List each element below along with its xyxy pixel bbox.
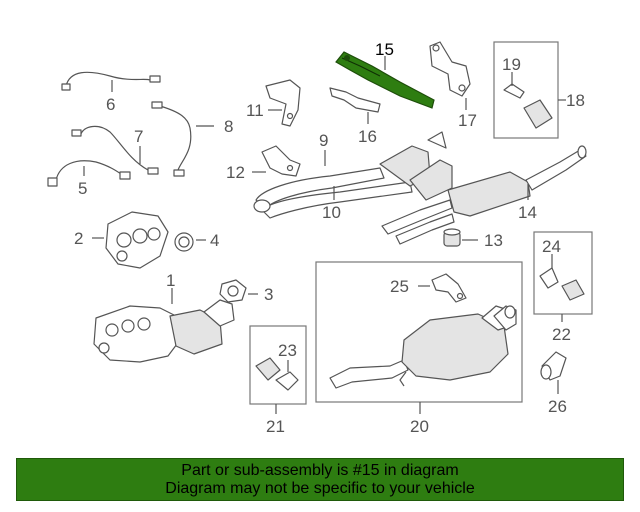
part-14-center-pipe[interactable]: [381, 145, 587, 245]
callout-16[interactable]: 16: [358, 127, 377, 146]
part-8-oxygen-sensor[interactable]: [151, 101, 192, 177]
callout-26[interactable]: 26: [548, 397, 567, 416]
callout-9[interactable]: 9: [319, 131, 328, 150]
part-11-bracket[interactable]: [265, 79, 301, 127]
banner-line-1: Part or sub-assembly is #15 in diagram: [181, 462, 459, 479]
part-15-heat-shield[interactable]: [335, 51, 435, 109]
callout-24[interactable]: 24: [542, 237, 561, 256]
part-6-oxygen-sensor[interactable]: [61, 71, 161, 91]
part-23-hanger[interactable]: [275, 371, 299, 391]
callout-19[interactable]: 19: [502, 55, 521, 74]
part-24-hanger[interactable]: [539, 267, 559, 289]
callout-6[interactable]: 6: [106, 95, 115, 114]
notice-banner: Part or sub-assembly is #15 in diagram D…: [16, 458, 624, 501]
callout-11[interactable]: 11: [246, 101, 264, 120]
callout-5[interactable]: 5: [78, 179, 87, 198]
part-25-hanger-bracket[interactable]: [431, 273, 467, 303]
part-19-hanger[interactable]: [503, 83, 553, 129]
part-22-rubber-mount[interactable]: [561, 279, 585, 301]
part-2-exhaust-manifold[interactable]: [105, 211, 169, 269]
callout-12[interactable]: 12: [226, 163, 245, 182]
part-4-gasket[interactable]: [174, 232, 194, 252]
box-18: [493, 41, 559, 139]
part-13-rubber-mount[interactable]: [443, 228, 461, 247]
part-7-oxygen-sensor[interactable]: [71, 125, 159, 175]
callout-15[interactable]: 15: [375, 40, 394, 59]
part-17-bracket[interactable]: [429, 41, 471, 97]
callout-10[interactable]: 10: [322, 203, 341, 222]
callout-8[interactable]: 8: [224, 117, 233, 136]
callout-23[interactable]: 23: [278, 341, 297, 360]
callout-4[interactable]: 4: [210, 231, 219, 250]
part-5-oxygen-sensor[interactable]: [47, 160, 131, 187]
callout-25[interactable]: 25: [390, 277, 409, 296]
callout-2[interactable]: 2: [74, 229, 83, 248]
part-21-rubber-mount[interactable]: [255, 357, 281, 381]
callout-22[interactable]: 22: [552, 325, 571, 344]
part-1-manifold-catalytic-converter[interactable]: [93, 299, 235, 363]
callout-1[interactable]: 1: [166, 271, 175, 290]
callout-14[interactable]: 14: [518, 203, 537, 222]
part-20-rear-muffler[interactable]: [329, 305, 517, 389]
box-21: [249, 325, 307, 405]
callout-18[interactable]: 18: [566, 91, 585, 110]
part-16-bracket[interactable]: [329, 87, 381, 113]
callout-17[interactable]: 17: [458, 111, 477, 130]
banner-line-2: Diagram may not be specific to your vehi…: [165, 480, 475, 497]
box-20: [315, 261, 523, 403]
part-26-tailpipe-tip[interactable]: [540, 351, 567, 381]
box-22: [533, 231, 593, 315]
callout-20[interactable]: 20: [410, 417, 429, 436]
part-3-gasket[interactable]: [219, 279, 247, 303]
part-9-front-pipe[interactable]: [253, 131, 453, 219]
callout-7[interactable]: 7: [134, 127, 143, 146]
callout-21[interactable]: 21: [266, 417, 285, 436]
part-12-bracket[interactable]: [261, 145, 301, 177]
callout-13[interactable]: 13: [484, 231, 503, 250]
callout-3[interactable]: 3: [264, 285, 273, 304]
